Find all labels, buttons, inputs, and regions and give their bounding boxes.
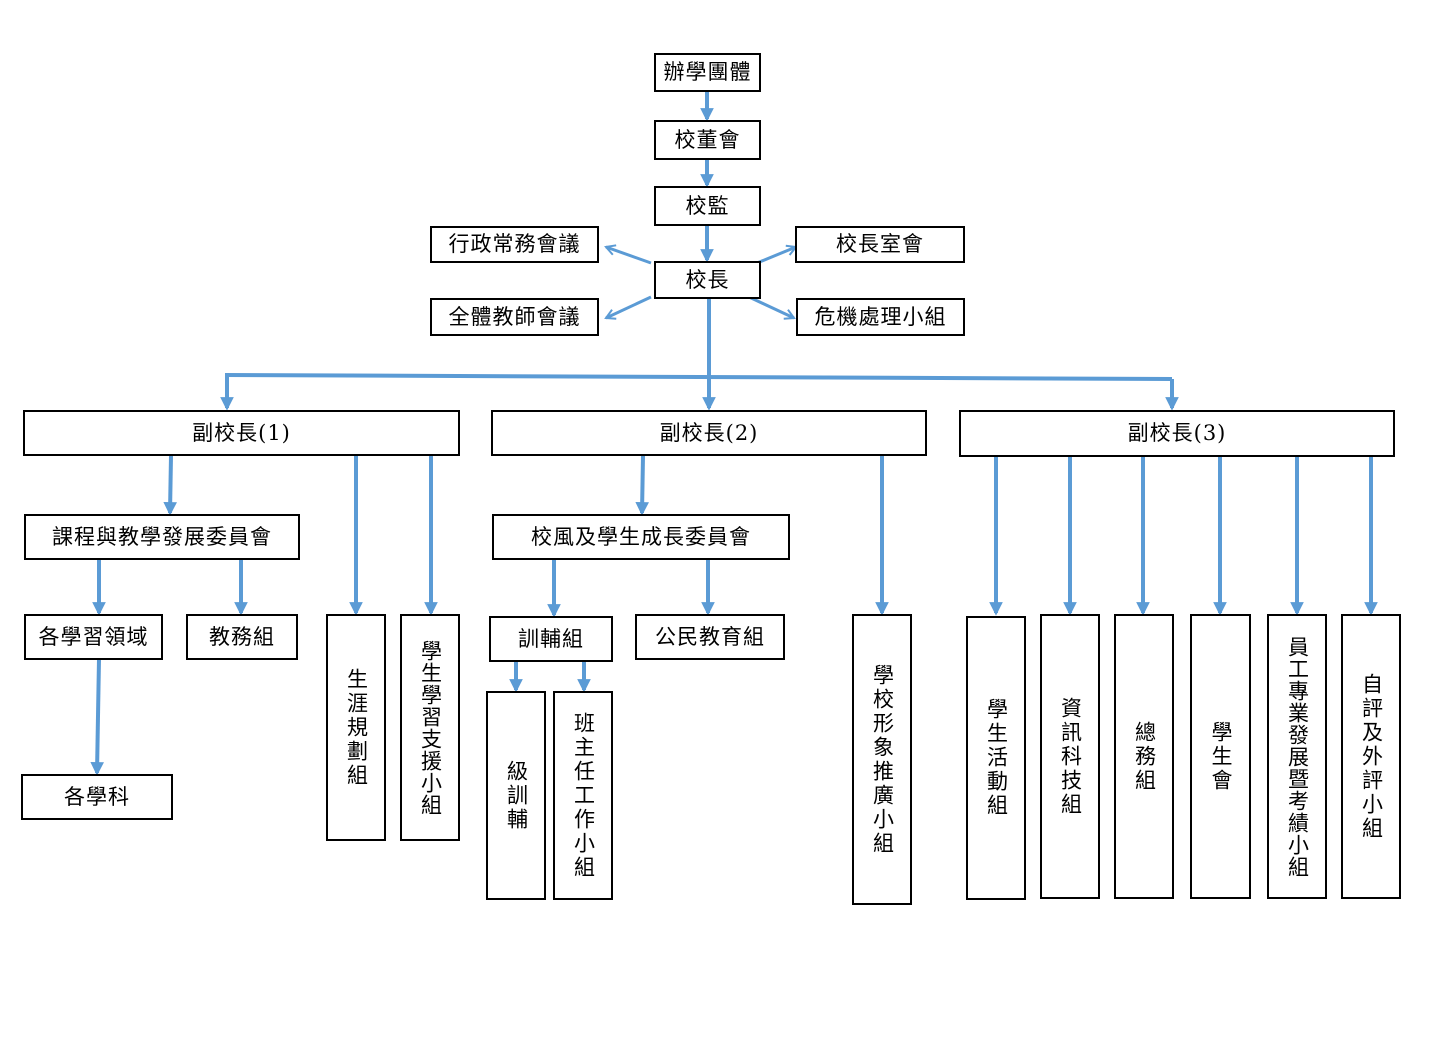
- arrow-vp1-curriculum: [163, 455, 177, 516]
- subjects-label: 各學科: [64, 784, 130, 809]
- vp1-label: 副校長(1): [192, 420, 291, 445]
- school-image-box: 學校形象推廣小組: [852, 614, 912, 905]
- guidance-label: 訓輔組: [518, 626, 584, 651]
- admin-meeting-box: 行政常務會議: [430, 226, 599, 263]
- it-group-label: 資訊科技組: [1058, 696, 1083, 817]
- curriculum-committee-box: 課程與教學發展委員會: [24, 514, 300, 560]
- arrow-staff-meeting: [606, 295, 652, 318]
- board-label: 校董會: [674, 127, 741, 152]
- evaluation-box: 自評及外評小組: [1341, 614, 1401, 899]
- staff-meeting-label: 全體教師會議: [448, 304, 581, 329]
- subjects-box: 各學科: [21, 774, 173, 820]
- learning-support-box: 學生學習支援小組: [400, 614, 460, 841]
- it-group-box: 資訊科技組: [1040, 614, 1100, 899]
- admin-meeting-label: 行政常務會議: [448, 232, 581, 256]
- curriculum-committee-label: 課程與教學發展委員會: [52, 524, 272, 549]
- student-committee-label: 校風及學生成長委員會: [531, 524, 751, 549]
- sponsor-label: 辦學團體: [663, 60, 752, 84]
- class-guidance-label: 級訓輔: [504, 759, 529, 832]
- supervisor-label: 校監: [685, 193, 730, 218]
- crisis-team-box: 危機處理小組: [796, 298, 965, 336]
- principal-label: 校長: [685, 267, 730, 292]
- vp2-label: 副校長(2): [659, 420, 759, 445]
- class-guidance-box: 級訓輔: [486, 691, 546, 900]
- vp2-box: 副校長(2): [491, 410, 927, 456]
- crisis-team-label: 危機處理小組: [814, 304, 947, 329]
- academic-affairs-box: 教務組: [186, 614, 298, 660]
- staff-meeting-box: 全體教師會議: [430, 298, 599, 336]
- arrow-admin-meeting: [606, 247, 652, 265]
- office-meeting-box: 校長室會: [795, 226, 965, 263]
- student-activities-label: 學生活動組: [984, 698, 1009, 818]
- civic-education-box: 公民教育組: [635, 614, 785, 660]
- student-committee-box: 校風及學生成長委員會: [492, 514, 790, 560]
- staff-development-label: 員工專業發展暨考績小組: [1285, 635, 1310, 878]
- student-union-box: 學生會: [1190, 614, 1251, 899]
- arrow-areas-subjects: [90, 658, 104, 776]
- staff-development-box: 員工專業發展暨考績小組: [1267, 614, 1327, 899]
- arrow-vp2-student-committee: [635, 455, 649, 516]
- career-planning-label: 生涯規劃組: [344, 667, 369, 788]
- school-image-label: 學校形象推廣小組: [870, 663, 895, 856]
- arrow-office-meeting: [756, 247, 796, 265]
- career-planning-box: 生涯規劃組: [326, 614, 386, 841]
- learning-support-label: 學生學習支援小組: [418, 639, 443, 816]
- sponsor-box: 辦學團體: [654, 53, 761, 92]
- vp3-box: 副校長(3): [959, 410, 1395, 457]
- bus-line: [224, 373, 1173, 381]
- civic-education-label: 公民教育組: [655, 624, 765, 649]
- office-meeting-label: 校長室會: [836, 232, 924, 256]
- vp3-label: 副校長(3): [1127, 421, 1227, 445]
- student-union-label: 學生會: [1209, 720, 1233, 793]
- vp1-box: 副校長(1): [23, 410, 460, 456]
- general-affairs-box: 總務組: [1114, 614, 1174, 899]
- arrow-crisis-team: [748, 295, 794, 318]
- learning-areas-label: 各學習領域: [38, 624, 149, 649]
- learning-areas-box: 各學習領域: [24, 614, 163, 660]
- principal-box: 校長: [654, 261, 761, 299]
- board-box: 校董會: [654, 120, 761, 160]
- evaluation-label: 自評及外評小組: [1359, 672, 1384, 841]
- academic-affairs-label: 教務組: [209, 624, 275, 649]
- class-teacher-group-box: 班主任工作小組: [553, 691, 613, 900]
- student-activities-box: 學生活動組: [966, 616, 1026, 900]
- supervisor-box: 校監: [654, 186, 761, 226]
- class-teacher-group-label: 班主任工作小組: [571, 711, 596, 880]
- guidance-box: 訓輔組: [489, 616, 613, 662]
- general-affairs-label: 總務組: [1132, 720, 1157, 793]
